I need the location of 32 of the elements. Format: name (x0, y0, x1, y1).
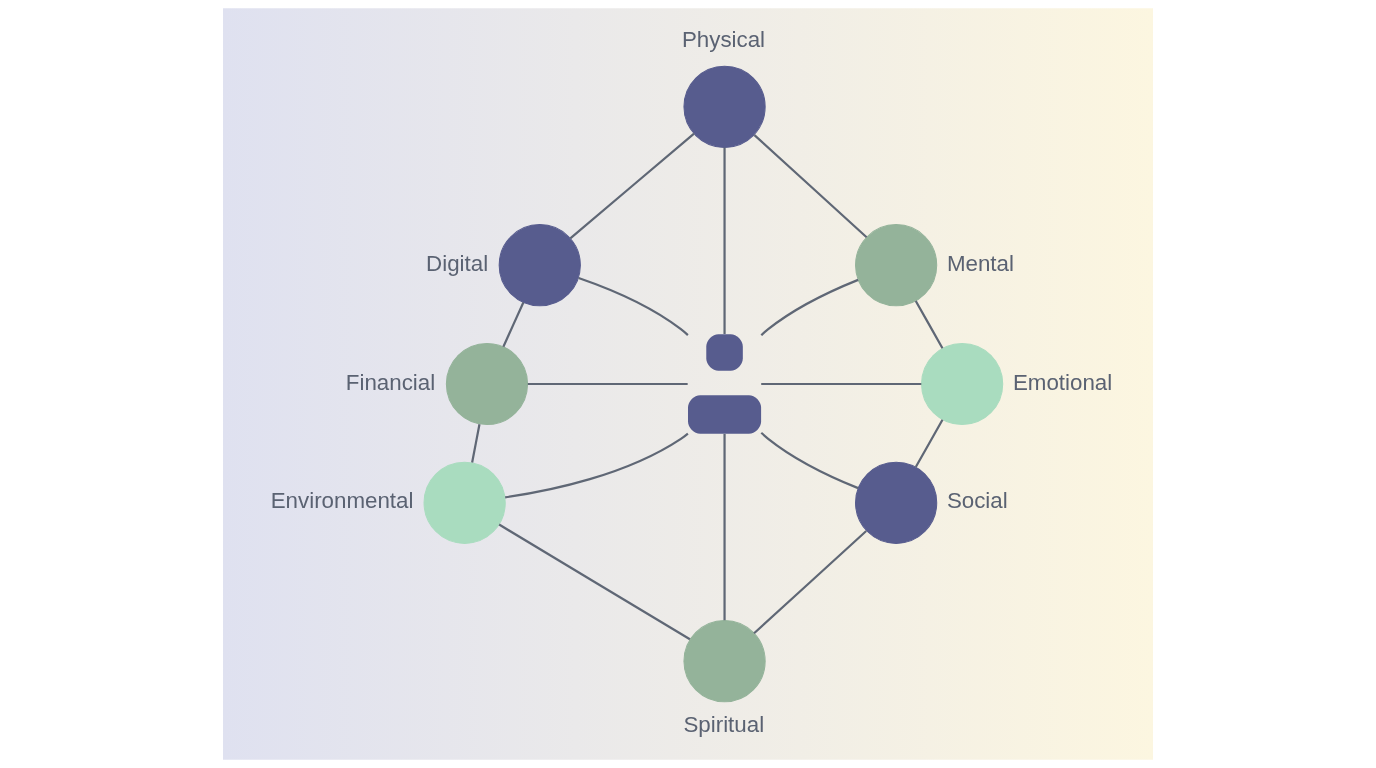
connector (578, 276, 689, 336)
node-label: Financial (345, 369, 436, 395)
connector (471, 424, 481, 463)
connector (760, 432, 859, 490)
node-circle (423, 461, 506, 544)
node-circle (683, 620, 766, 703)
node-label: Spiritual (683, 712, 765, 738)
node-circle (855, 461, 938, 544)
connector (502, 302, 525, 348)
node-circle (921, 342, 1004, 426)
connector (760, 278, 859, 336)
connector (498, 523, 691, 641)
connector (723, 147, 726, 334)
connector (753, 134, 868, 239)
node-label: Physical (681, 27, 766, 53)
node-label: Digital (426, 250, 489, 276)
connector (753, 530, 867, 635)
connector (914, 419, 944, 468)
connector (914, 300, 944, 349)
node-label: Social (946, 488, 1008, 514)
connector (505, 432, 689, 499)
connector (723, 433, 726, 621)
node-label: Emotional (1012, 369, 1113, 395)
connector (569, 132, 695, 240)
node-label: Mental (946, 250, 1014, 276)
node-circle (498, 224, 581, 307)
node-circle (445, 342, 529, 426)
connector (527, 382, 688, 386)
connector (761, 382, 922, 386)
node-label: Environmental (270, 488, 414, 514)
node-circle (683, 65, 766, 148)
node-circle (855, 224, 938, 307)
